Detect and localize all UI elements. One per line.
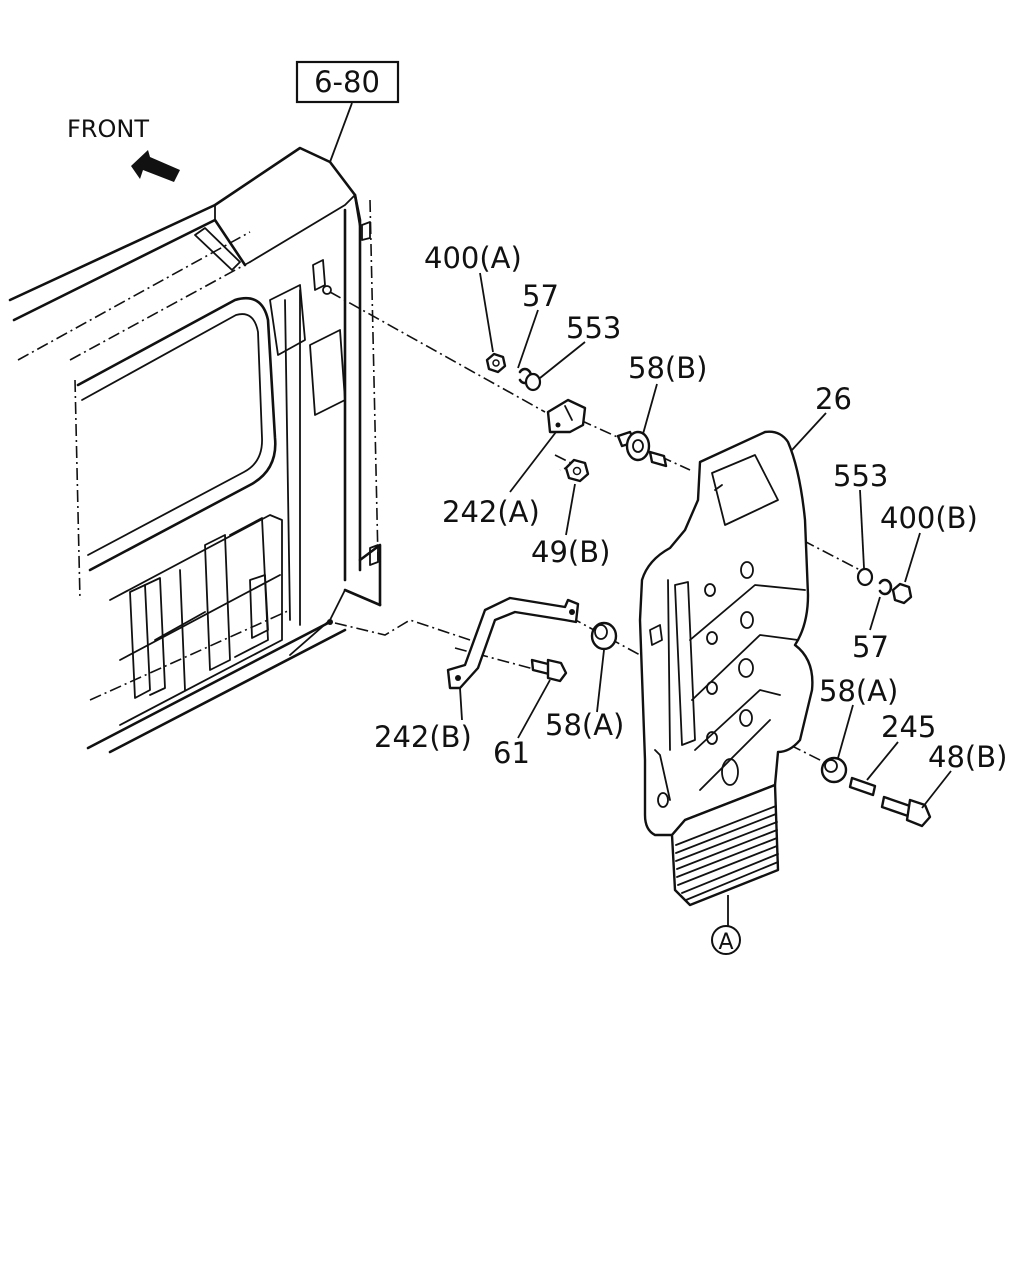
washer-553a-icon [524,372,542,392]
grommet-58a-left-icon [590,621,618,651]
marker-label: A [718,930,733,955]
nut-49b-icon [564,458,590,483]
callout-553b: 553 [833,459,888,493]
bracket-242a-icon [546,398,587,434]
callout-labels: 400(A) 57 553 58(B) 26 242(A) 49(B) 553 … [374,241,1007,774]
callout-400a: 400(A) [424,241,522,275]
hardware-parts [446,352,932,828]
callout-49b: 49(B) [531,535,610,569]
callout-58a-right: 58(A) [819,674,898,708]
bracket-242b-icon [446,596,580,690]
front-label: FRONT [67,115,149,143]
callout-57a: 57 [522,279,559,313]
callout-leaders [459,272,952,809]
callout-58b: 58(B) [628,351,707,385]
bolt-61-icon [530,658,568,683]
cab-body [8,146,382,754]
washer-553b-icon [856,567,874,587]
callout-400b: 400(B) [880,501,978,535]
nut-400b-icon [891,582,913,605]
air-duct-26 [638,430,814,927]
callout-48b: 48(B) [928,740,1007,774]
front-direction-indicator: FRONT [67,115,180,182]
marker-a: A [711,925,741,955]
reference-label: 6-80 [314,65,380,99]
callout-245: 245 [881,710,936,744]
reference-box: 6-80 [295,60,400,163]
callout-61: 61 [493,736,530,770]
callout-242b: 242(B) [374,720,472,754]
front-arrow-icon [131,150,180,182]
nut-400a-icon [485,352,507,374]
callout-26: 26 [815,382,852,416]
callout-553a: 553 [566,311,621,345]
clip-57b-icon [878,578,893,596]
grommet-58a-right-icon [820,756,848,784]
callout-57b: 57 [852,630,889,664]
bolt-48b-icon [880,795,932,828]
bushing-58b-icon [616,430,668,468]
spacer-245-icon [848,776,877,797]
callout-58a-left: 58(A) [545,708,624,742]
callout-242a: 242(A) [442,495,540,529]
